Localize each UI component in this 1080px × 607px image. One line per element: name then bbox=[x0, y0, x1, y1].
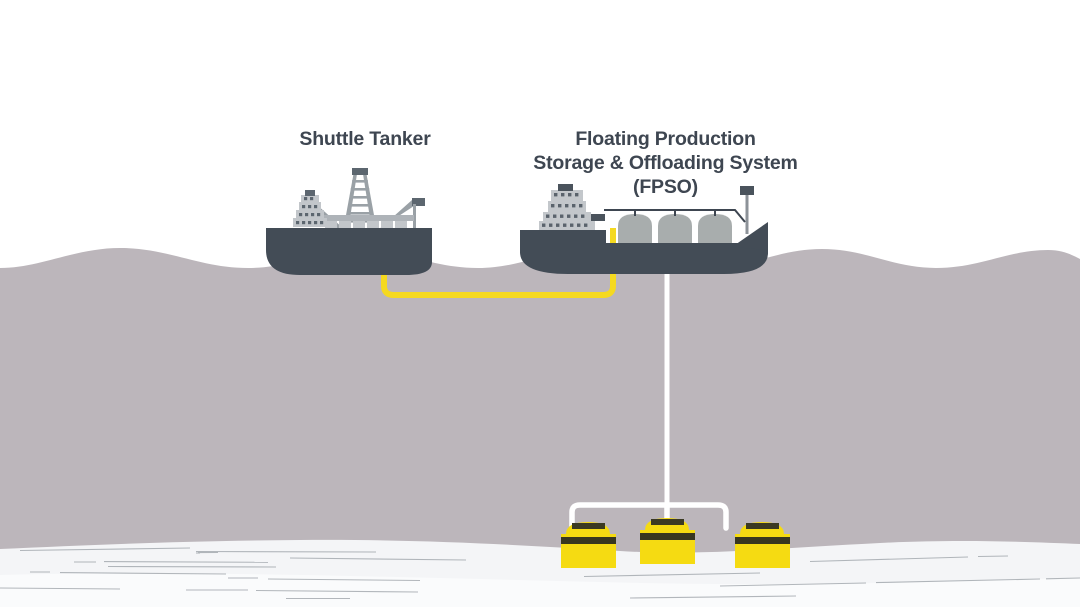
fpso-hull bbox=[520, 247, 768, 274]
offloading-hose bbox=[381, 228, 616, 298]
label-fpso-line-2: Storage & Offloading System bbox=[533, 151, 798, 174]
subsea-wellhead-2 bbox=[640, 518, 695, 564]
fpso-maindeck bbox=[520, 243, 768, 253]
fpso-vessel bbox=[520, 184, 768, 274]
shuttle-tanker-hull bbox=[266, 232, 432, 275]
label-fpso: Floating Production Storage & Offloading… bbox=[528, 128, 803, 199]
fpso-stern-ramp bbox=[732, 222, 768, 250]
shuttle-tanker-vessel bbox=[266, 168, 432, 275]
label-fpso-line-3: (FPSO) bbox=[633, 175, 698, 198]
deck-platform bbox=[318, 215, 414, 221]
cargo-storage-tanks bbox=[618, 214, 732, 247]
stern-mast-icon bbox=[740, 186, 754, 234]
deck-walkway bbox=[604, 209, 746, 223]
seabed-texture-lines bbox=[0, 547, 1080, 600]
shuttle-tanker-gunwale bbox=[266, 228, 432, 234]
seabed-lower-band bbox=[0, 573, 1080, 607]
water-body bbox=[0, 248, 1080, 607]
label-fpso-line-1: Floating Production bbox=[575, 128, 756, 150]
bridge-superstructure bbox=[293, 190, 327, 227]
subsea-wellhead-3 bbox=[735, 522, 790, 568]
label-shuttle-tanker: Shuttle Tanker bbox=[299, 128, 431, 150]
fpso-superstructure bbox=[539, 184, 605, 230]
subsea-wellhead-1 bbox=[561, 522, 616, 568]
